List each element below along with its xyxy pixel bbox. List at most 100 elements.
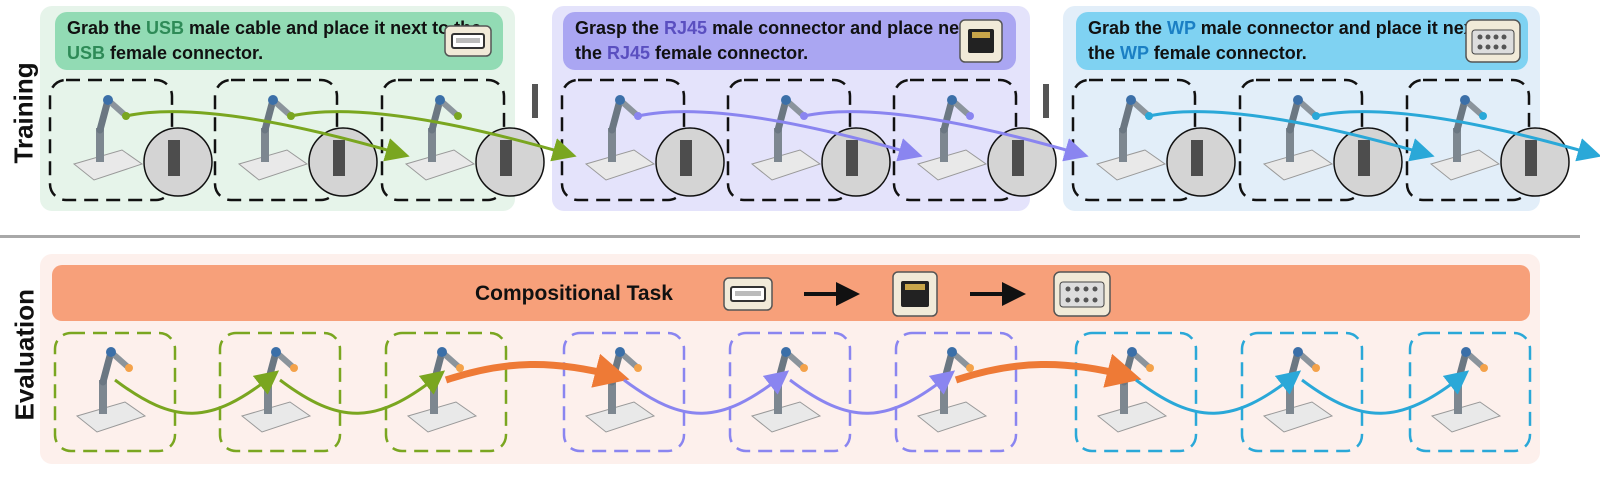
robot-base [940, 380, 948, 414]
wp-connector-icon [1465, 19, 1521, 63]
zoom-detail [333, 140, 345, 176]
rj45-connector-icon [892, 271, 938, 317]
trajectory-arrow [623, 370, 790, 415]
evaluation-frame [1408, 331, 1532, 453]
robot-link [1453, 96, 1469, 134]
robot-joint [781, 95, 791, 105]
table-platform [750, 401, 822, 433]
robot-base [430, 380, 438, 414]
table-platform [75, 401, 147, 433]
robot-link [1286, 96, 1302, 134]
frame-border [1240, 331, 1364, 453]
robot-base [774, 128, 782, 162]
frame-border [1408, 331, 1532, 453]
separator-bar [1043, 84, 1049, 118]
zoom-detail [500, 140, 512, 176]
zoom-detail [1191, 140, 1203, 176]
instruction-wp: Grab the WP male connector and place it … [1076, 12, 1528, 70]
compositional-task-title: Compositional Task [475, 282, 673, 305]
table-platform [1430, 401, 1502, 433]
gripper-point [1479, 112, 1487, 120]
robot-joint [1460, 95, 1470, 105]
trajectory-arrow [1135, 370, 1302, 415]
robot-joint [106, 347, 116, 357]
table-platform [1262, 401, 1334, 433]
zoom-detail [1525, 140, 1537, 176]
section-divider [0, 235, 1580, 238]
robot-base [99, 380, 107, 414]
trajectory-arrow [637, 110, 923, 162]
table-platform [72, 149, 144, 181]
table-platform [404, 149, 476, 181]
transition-arrow [954, 353, 1142, 388]
robot-joint [1127, 347, 1137, 357]
training-frame [48, 78, 213, 202]
gripper-point [966, 112, 974, 120]
robot-link [99, 348, 115, 386]
gripper-point [1146, 364, 1154, 372]
robot-base [1286, 380, 1294, 414]
gripper-point [1480, 364, 1488, 372]
evaluation-frame [562, 331, 686, 453]
evaluation-frame [1074, 331, 1198, 453]
zoom-detail [1012, 140, 1024, 176]
robot-joint [947, 347, 957, 357]
robot-base [1454, 380, 1462, 414]
robot-joint [947, 95, 957, 105]
training-frame [1071, 78, 1236, 202]
frame-border [728, 331, 852, 453]
robot-joint [271, 347, 281, 357]
trajectory-arrow [125, 110, 410, 162]
frame-border [562, 331, 686, 453]
table-platform [916, 401, 988, 433]
robot-link [261, 96, 277, 134]
trajectory-arrow [1301, 370, 1470, 415]
compositional-task-banner [52, 265, 1530, 321]
frame-border [1074, 331, 1198, 453]
robot-base [428, 128, 436, 162]
trajectory-arrow [803, 110, 1089, 162]
gripper-point [634, 364, 642, 372]
trajectory-arrow [279, 370, 446, 415]
trajectory-arrow [1315, 110, 1600, 162]
robot-base [608, 380, 616, 414]
frame-border [384, 331, 508, 453]
training-frame [213, 78, 378, 202]
robot-joint [615, 95, 625, 105]
robot-joint [615, 347, 625, 357]
evaluation-frame [1240, 331, 1364, 453]
robot-link [940, 96, 956, 134]
training-frame [892, 78, 1057, 202]
robot-link [96, 96, 112, 134]
robot-base [1119, 128, 1127, 162]
evaluation-frame [728, 331, 852, 453]
zoom-detail [680, 140, 692, 176]
evaluation-frame [384, 331, 508, 453]
robot-base [774, 380, 782, 414]
robot-base [940, 128, 948, 162]
transition-arrow [444, 353, 630, 388]
table-platform [240, 401, 312, 433]
zoom-detail [1358, 140, 1370, 176]
training-frame [380, 78, 545, 202]
instruction-rj45: Grasp the RJ45 male connector and place … [563, 12, 1016, 70]
table-platform [750, 149, 822, 181]
robot-joint [781, 347, 791, 357]
robot-link [608, 96, 624, 134]
robot-link [774, 96, 790, 134]
training-frame [1405, 78, 1570, 202]
trajectory-arrow [290, 110, 577, 162]
frame-border [894, 331, 1018, 453]
gripper-point [125, 364, 133, 372]
training-frame [560, 78, 725, 202]
usb-connector-icon [723, 277, 773, 311]
evaluation-frame [218, 331, 342, 453]
table-platform [1262, 149, 1334, 181]
gripper-point [1312, 364, 1320, 372]
robot-joint [1126, 95, 1136, 105]
robot-base [608, 128, 616, 162]
table-platform [1096, 401, 1168, 433]
robot-joint [437, 347, 447, 357]
table-platform [1429, 149, 1501, 181]
